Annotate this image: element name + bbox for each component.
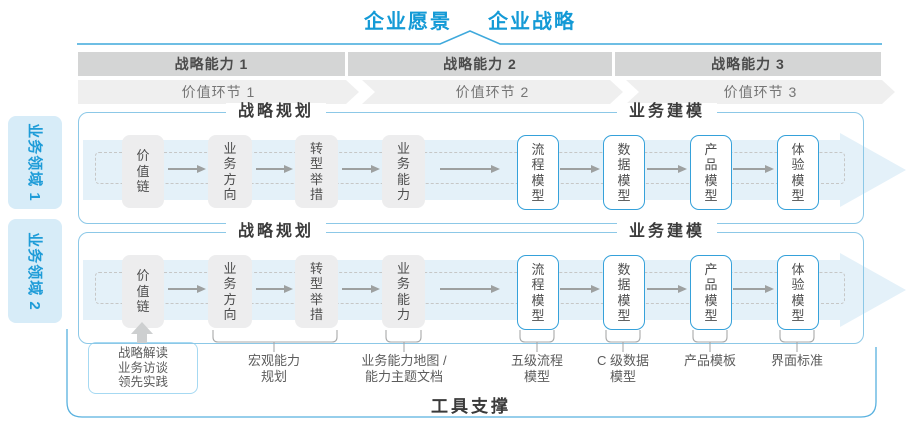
flow-arrow-icon — [560, 284, 600, 293]
row1-box-process-model: 流程模型 — [517, 135, 559, 210]
note-process-model: 五级流程 模型 — [511, 353, 563, 385]
row2-box-experience-model-label: 体验模型 — [791, 261, 805, 324]
flow-arrow-icon — [733, 164, 774, 173]
row1-box-experience-model-label: 体验模型 — [791, 141, 805, 204]
practice-line-1: 战略解读 — [117, 346, 168, 360]
practice-line-2: 业务访谈 — [117, 360, 168, 375]
note-process-line-2: 模型 — [523, 369, 551, 384]
capability-bar-3-label: 战略能力 3 — [711, 56, 785, 72]
practice-line-3: 领先实践 — [117, 375, 168, 389]
row2-box-product-model-label: 产品模型 — [704, 261, 718, 324]
page-title: 企业愿景 企业战略 — [364, 5, 576, 34]
bracket-data — [605, 330, 641, 352]
note-macro-capability: 宏观能力 规划 — [248, 353, 300, 385]
domain-label-2: 业务领域 2 — [8, 219, 62, 323]
practice-note-box: 战略解读 业务访谈 领先实践 — [88, 342, 198, 394]
value-link-2-label: 价值环节 2 — [455, 84, 530, 100]
capability-bar-2: 战略能力 2 — [348, 52, 612, 76]
flow-arrow-icon — [168, 284, 206, 293]
row2-box-transformation: 转型举措 — [295, 255, 338, 328]
value-link-3-label: 价值环节 3 — [723, 84, 798, 100]
row1-box-transformation: 转型举措 — [295, 135, 338, 208]
dashed-track-row1 — [95, 152, 845, 184]
flow-arrow-icon — [256, 164, 293, 173]
value-link-chevron-1: 价值环节 1 — [78, 80, 359, 104]
row1-box-business-capability-label: 业务能力 — [396, 140, 410, 203]
capability-bar-2-label: 战略能力 2 — [443, 56, 517, 72]
capability-bar-1-label: 战略能力 1 — [174, 56, 249, 72]
row2-box-business-direction: 业务方向 — [208, 255, 252, 328]
row2-planning-header: 战略规划 — [225, 223, 327, 241]
flow-arrow-icon — [733, 284, 774, 293]
row2-box-data-model: 数据模型 — [603, 255, 645, 330]
domain-1-text: 业务领域 1 — [25, 123, 43, 202]
note-capmap-line-1: 业务能力地图 / — [361, 353, 447, 368]
note-data-line-2: 模型 — [609, 369, 637, 384]
row2-box-process-model: 流程模型 — [517, 255, 559, 330]
row1-box-product-model: 产品模型 — [690, 135, 732, 210]
flow-arrow-icon — [256, 284, 293, 293]
note-capmap-line-2: 能力主题文档 — [364, 369, 444, 384]
row2-box-value-chain: 价值链 — [122, 255, 164, 328]
capability-bar-3: 战略能力 3 — [615, 52, 881, 76]
note-capability-map: 业务能力地图 / 能力主题文档 — [361, 353, 446, 385]
row1-box-product-model-label: 产品模型 — [704, 141, 718, 204]
row1-box-business-direction-label: 业务方向 — [223, 140, 237, 203]
bracket-ui — [779, 330, 815, 352]
row2-modeling-header: 业务建模 — [616, 223, 718, 241]
flow-band-arrowhead-row1 — [840, 133, 906, 207]
dashed-track-row2 — [95, 272, 845, 304]
row2-box-experience-model: 体验模型 — [777, 255, 819, 330]
value-link-chevron-2: 价值环节 2 — [362, 80, 623, 104]
note-ui-standard: 界面标准 — [770, 353, 824, 368]
row1-box-data-model-label: 数据模型 — [617, 141, 631, 204]
bracket-capability-map — [385, 330, 422, 352]
flow-band-arrowhead-row2 — [840, 253, 906, 327]
title-strategy: 企业战略 — [488, 11, 576, 33]
annotation-brackets — [212, 330, 815, 352]
bracket-product — [692, 330, 728, 352]
row1-box-business-direction: 业务方向 — [208, 135, 252, 208]
row1-modeling-header: 业务建模 — [616, 103, 718, 121]
note-macro-line-1: 宏观能力 — [247, 353, 301, 368]
row2-box-business-capability-label: 业务能力 — [396, 260, 410, 323]
note-data-line-1: C 级数据 — [596, 353, 650, 368]
capability-bar-1: 战略能力 1 — [78, 52, 345, 76]
domain-label-1: 业务领域 1 — [8, 116, 62, 209]
row1-box-process-model-label: 流程模型 — [531, 141, 545, 204]
flow-arrow-icon — [560, 164, 600, 173]
row1-box-business-capability: 业务能力 — [382, 135, 425, 208]
row2-box-business-direction-label: 业务方向 — [223, 260, 237, 323]
row2-box-business-capability: 业务能力 — [382, 255, 425, 328]
note-process-line-1: 五级流程 — [510, 353, 564, 368]
domain-2-text: 业务领域 2 — [25, 231, 43, 311]
tool-support-label: 工具支撑 — [431, 397, 511, 416]
flow-arrow-icon — [168, 164, 206, 173]
flow-arrow-icon — [440, 284, 500, 293]
bracket-process — [519, 330, 555, 352]
flow-arrow-icon — [440, 164, 500, 173]
flow-arrow-icon — [647, 284, 687, 293]
row2-box-value-chain-label: 价值链 — [136, 268, 150, 315]
flow-arrow-icon — [342, 164, 380, 173]
row1-planning-header: 战略规划 — [225, 103, 327, 121]
flow-arrow-icon — [647, 164, 687, 173]
row1-box-value-chain: 价值链 — [122, 135, 164, 208]
note-product-template: 产品模板 — [683, 353, 737, 368]
row2-box-transformation-label: 转型举措 — [309, 260, 323, 323]
row1-box-data-model: 数据模型 — [603, 135, 645, 210]
bracket-macro — [212, 330, 338, 352]
row1-box-value-chain-label: 价值链 — [136, 148, 150, 195]
flow-arrow-icon — [342, 284, 380, 293]
note-macro-line-2: 规划 — [260, 369, 288, 384]
value-link-1-label: 价值环节 1 — [181, 84, 256, 100]
row1-box-experience-model: 体验模型 — [777, 135, 819, 210]
value-link-chevron-3: 价值环节 3 — [626, 80, 895, 104]
row2-box-product-model: 产品模型 — [690, 255, 732, 330]
row1-box-transformation-label: 转型举措 — [309, 140, 323, 203]
title-vision: 企业愿景 — [364, 11, 452, 33]
row2-box-data-model-label: 数据模型 — [617, 261, 631, 324]
note-data-model: C 级数据 模型 — [597, 353, 649, 385]
row2-box-process-model-label: 流程模型 — [531, 261, 545, 324]
